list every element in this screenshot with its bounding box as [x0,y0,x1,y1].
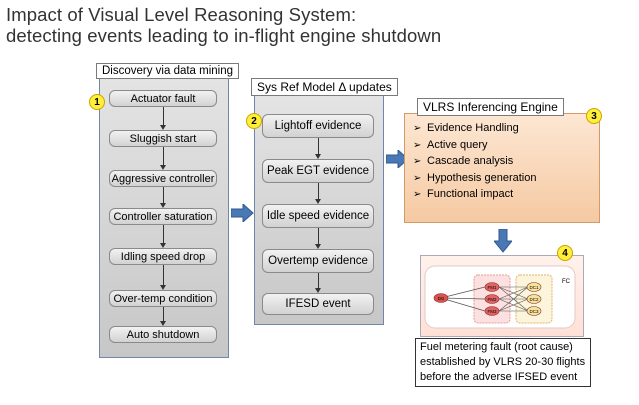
step-connector [163,307,164,321]
engine-list-item: ➢ Hypothesis generation [413,172,536,189]
step-connector [318,273,319,288]
discovery-step: Actuator fault [109,90,217,107]
step-connector [163,225,164,243]
sysref-step: Overtemp evidence [262,249,374,273]
diagram-edge [498,286,529,300]
arrow-bullet-icon: ➢ [413,189,422,200]
diagram-node-label: DC3 [529,309,538,314]
arrow-bullet-icon: ➢ [413,123,422,134]
engine-item-label: Hypothesis generation [427,171,537,184]
diagram-node-label: FM1 [488,285,497,290]
arrow-head [160,243,166,248]
engine-list: ➢ Evidence Handling ➢ Active query ➢ Cascade … [413,122,536,205]
arrow-bullet-icon: ➢ [413,156,422,167]
diagram-node-label: DC1 [529,285,538,290]
discovery-step: Over-temp condition [109,290,217,307]
arrow-head [315,199,321,204]
diagram-node-label: FM3 [488,309,497,314]
diagram-edge [440,297,486,300]
diagram-node-label: FM2 [488,297,497,302]
flow-arrow-3 [494,229,512,253]
title-line-1: Impact of Visual Level Reasoning System: [6,4,357,25]
arrow-head [315,288,321,293]
arrow-head [315,154,321,159]
badge-3: 3 [586,108,602,124]
discovery-step: Aggressive controller [109,170,217,187]
arrow-head [315,244,321,249]
discovery-step: Sluggish start [109,130,217,147]
diagram-edge [498,286,529,312]
engine-list-item: ➢ Functional impact [413,188,536,205]
sysref-label: Sys Ref Model Δ updates [251,78,398,96]
diagram-node [526,294,542,304]
arrow-head [160,321,166,326]
engine-list-item: ➢ Cascade analysis [413,155,536,172]
engine-list-item: ➢ Active query [413,139,536,156]
diagram-node-label: DC2 [529,297,538,302]
diagram-edge [440,286,486,299]
step-connector [318,228,319,244]
engine-panel [404,113,600,223]
step-connector [163,187,164,203]
caption: Fuel metering fault (root cause) establi… [415,338,591,387]
step-connector [163,147,164,165]
diagram-edge [498,298,529,312]
diagram-node [433,293,449,303]
title-line-2: detecting events leading to in-flight en… [6,25,442,46]
engine-label: VLRS Inferencing Engine [417,98,564,116]
diagram-node [526,306,542,316]
badge-4: 4 [557,245,573,261]
diagram-node [484,282,500,292]
engine-item-label: Active query [427,138,488,151]
engine-item-label: Evidence Handling [427,122,519,134]
arrow-bullet-icon: ➢ [413,172,422,184]
engine-item-label: Functional impact [427,188,514,200]
discovery-step: Idling speed drop [109,248,217,265]
diagram-edge [440,297,486,312]
arrow-head [160,203,166,208]
sysref-step: IFESD event [262,293,374,315]
diagram-node [526,282,542,292]
step-connector [163,107,164,125]
arrow-head [160,125,166,130]
diagram-node [484,306,500,316]
sysref-step: Idle speed evidence [262,204,374,228]
flow-arrow-1 [231,204,254,222]
engine-item-label: Cascade analysis [427,155,514,167]
step-connector [318,138,319,154]
engine-list-item: ➢ Evidence Handling [413,122,536,139]
step-connector [163,265,164,285]
sysref-step: Peak EGT evidence [262,159,374,183]
discovery-step: Controller saturation [109,208,217,225]
badge-2: 2 [246,113,262,129]
sysref-step: Lightoff evidence [262,114,374,138]
diagram-node [484,294,500,304]
fc-label: FC [562,279,571,285]
discovery-label: Discovery via data mining [96,63,240,79]
flow-arrow-2 [386,150,409,168]
diagram-node-label: DG [438,296,445,301]
discovery-step: Auto shutdown [109,326,217,343]
arrow-head [160,165,166,170]
badge-1: 1 [89,94,105,110]
step-connector [318,183,319,199]
arrow-bullet-icon: ➢ [413,139,422,151]
arrow-head [160,285,166,290]
